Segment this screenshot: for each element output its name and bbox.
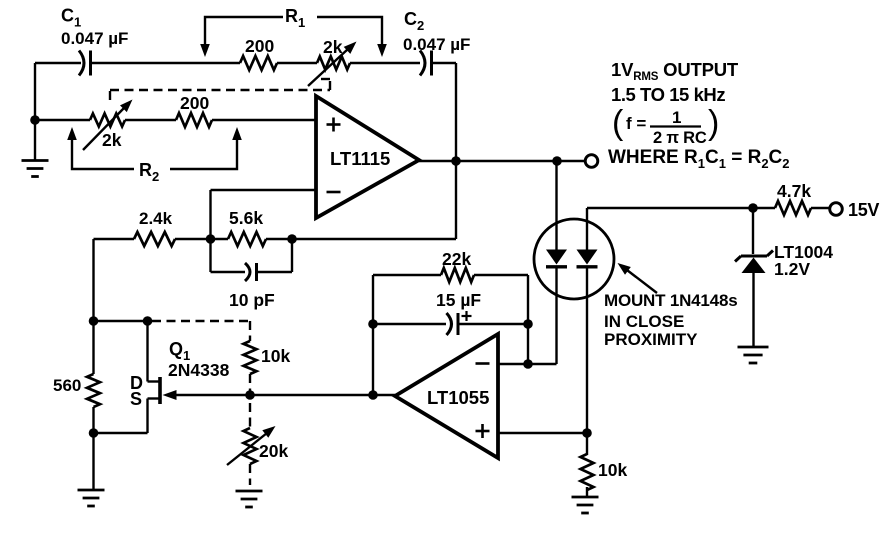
svg-text:10 pF: 10 pF (229, 290, 275, 310)
svg-text:5.6k: 5.6k (229, 208, 263, 228)
svg-text:2k: 2k (102, 130, 122, 150)
svg-text:200: 200 (245, 36, 274, 56)
svg-text:C2: C2 (404, 9, 424, 33)
svg-text:): ) (708, 104, 719, 142)
svg-text:R1: R1 (285, 6, 305, 30)
svg-text:1: 1 (672, 108, 681, 127)
svg-text:WHERE R1C1 = R2C2: WHERE R1C1 = R2C2 (608, 147, 790, 171)
svg-text:C1: C1 (61, 6, 81, 30)
svg-text:f =: f = (626, 114, 646, 133)
svg-text:15V: 15V (848, 200, 879, 220)
svg-text:4.7k: 4.7k (777, 181, 811, 201)
svg-text:0.047 µF: 0.047 µF (61, 29, 128, 48)
svg-text:S: S (130, 389, 142, 409)
svg-text:1.2V: 1.2V (774, 259, 810, 279)
svg-text:MOUNT 1N4148s: MOUNT 1N4148s (604, 291, 737, 310)
svg-text:2 π RC: 2 π RC (653, 129, 707, 147)
svg-text:LT1115: LT1115 (330, 148, 390, 169)
svg-text:2k: 2k (323, 37, 343, 57)
svg-text:20k: 20k (259, 441, 288, 461)
svg-text:15 µF: 15 µF (436, 290, 481, 310)
svg-text:200: 200 (180, 93, 209, 113)
svg-text:1VRMS OUTPUT: 1VRMS OUTPUT (611, 59, 739, 83)
svg-text:LT1004: LT1004 (774, 242, 833, 262)
svg-text:2.4k: 2.4k (139, 209, 173, 228)
svg-text:IN CLOSE: IN CLOSE (604, 312, 684, 331)
svg-text:22k: 22k (442, 249, 471, 269)
svg-text:D: D (130, 373, 143, 393)
svg-text:1.5 TO 15 kHz: 1.5 TO 15 kHz (611, 84, 725, 105)
svg-text:0.047 µF: 0.047 µF (403, 35, 470, 54)
svg-text:10k: 10k (261, 346, 290, 366)
svg-text:2N4338: 2N4338 (168, 360, 230, 380)
svg-text:(: ( (612, 104, 624, 142)
svg-text:LT1055: LT1055 (427, 387, 489, 408)
svg-text:560: 560 (53, 376, 81, 395)
svg-text:10k: 10k (598, 460, 627, 480)
svg-text:PROXIMITY: PROXIMITY (604, 330, 698, 349)
svg-text:R2: R2 (139, 160, 159, 184)
